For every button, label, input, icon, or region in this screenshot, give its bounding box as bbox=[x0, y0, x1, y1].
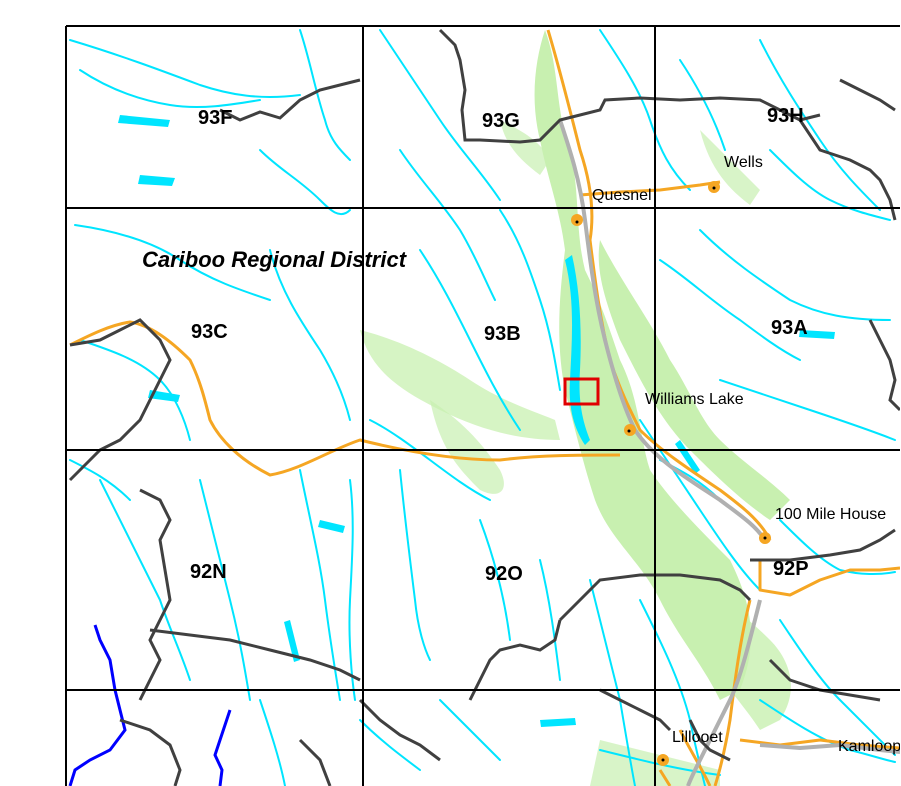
sheet-93b: 93B bbox=[484, 323, 521, 345]
place-wells: Wells bbox=[724, 154, 763, 171]
district-boundaries bbox=[68, 28, 901, 786]
place-kamloops: Kamloops bbox=[838, 738, 901, 755]
sheet-92o: 92O bbox=[485, 563, 523, 585]
place-quesnel: Quesnel bbox=[592, 187, 652, 204]
lakes-layer bbox=[118, 115, 835, 727]
region-label: Cariboo Regional District bbox=[142, 247, 408, 272]
highway-layer bbox=[558, 119, 901, 786]
place-williams-lake: Williams Lake bbox=[645, 391, 744, 408]
map-grid bbox=[65, 25, 901, 786]
sheet-93h: 93H bbox=[767, 105, 804, 127]
place-100-mile-house: 100 Mile House bbox=[775, 506, 886, 523]
sheet-93g: 93G bbox=[482, 110, 520, 132]
sheet-92n: 92N bbox=[190, 561, 227, 583]
sheet-93f: 93F bbox=[198, 107, 232, 129]
sheet-92p: 92P bbox=[773, 558, 809, 580]
place-lillooet: Lillooet bbox=[672, 729, 723, 746]
settlements bbox=[571, 181, 771, 766]
sheet-93a: 93A bbox=[771, 317, 808, 339]
sheet-93c: 93C bbox=[191, 321, 228, 343]
study-area-marker[interactable] bbox=[563, 377, 600, 406]
